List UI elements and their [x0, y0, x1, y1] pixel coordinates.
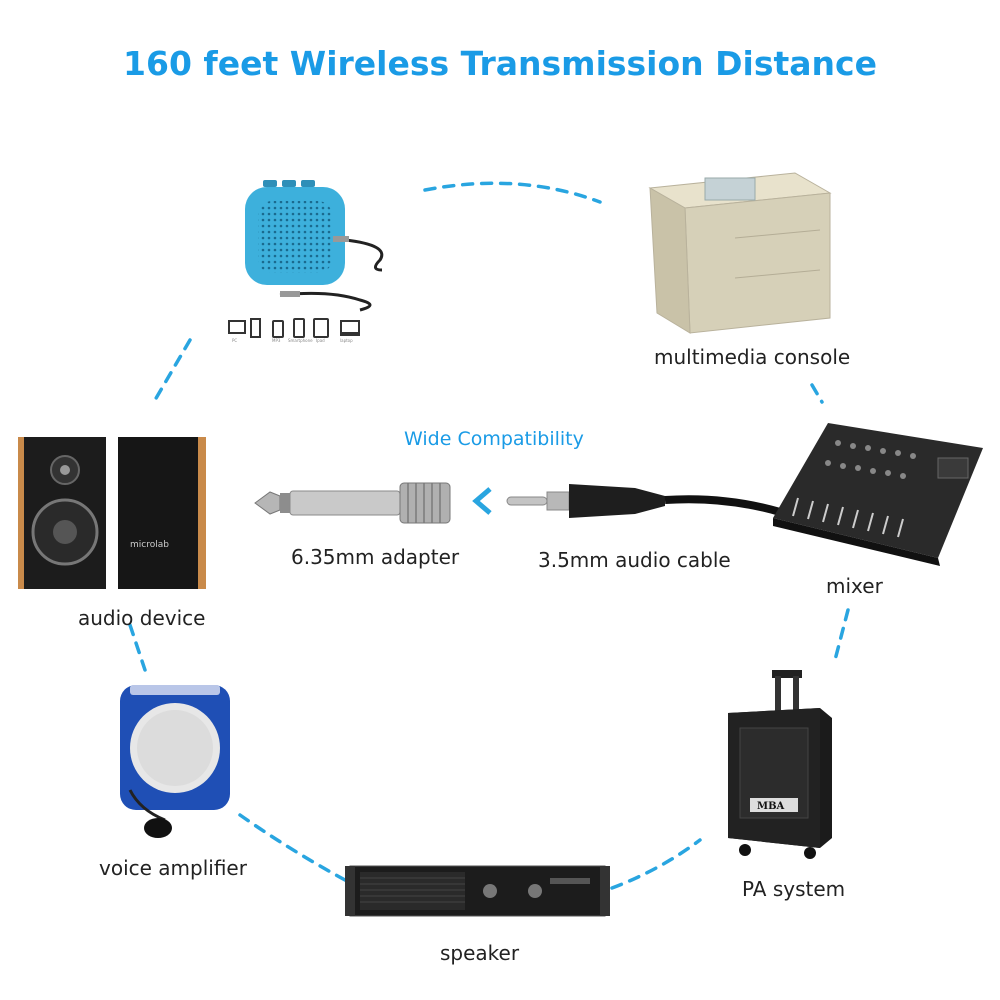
- speaker-brand-mark: microlab: [130, 540, 169, 550]
- dash-upper-right: [810, 383, 824, 404]
- desktop-icon: [250, 318, 261, 338]
- chevron-left-icon: [472, 487, 492, 515]
- mixer-label: mixer: [826, 574, 883, 598]
- smartphone-icon: [293, 318, 305, 338]
- multimedia-console-label: multimedia console: [654, 345, 851, 369]
- voice-amplifier-label: voice amplifier: [99, 856, 247, 880]
- page-title: 160 feet Wireless Transmission Distance: [123, 44, 877, 83]
- compatibility-heading: Wide Compatibility: [404, 428, 584, 450]
- adapter-image: [254, 482, 451, 524]
- audio-cable-image: [506, 484, 782, 518]
- dash-lower-left: [238, 813, 347, 882]
- speaker-image: [345, 865, 610, 917]
- dash-left: [128, 623, 147, 672]
- dash-top: [423, 181, 602, 204]
- mixer-image: [773, 423, 983, 566]
- wireless-receiver-image: [245, 180, 384, 312]
- compat-label-mp3: MP3: [272, 338, 281, 343]
- compat-label-laptop: laptop: [340, 338, 353, 343]
- dash-lower-right: [610, 838, 702, 890]
- laptop-icon: [340, 320, 360, 336]
- compat-label-ipad: Ipad: [316, 338, 325, 343]
- compat-label-smartphone: Smartphone: [288, 338, 313, 343]
- pc-icon: [228, 320, 246, 334]
- pa-system-label: PA system: [742, 877, 846, 901]
- dash-upper-left: [153, 338, 192, 402]
- voice-amplifier-image: [120, 685, 230, 838]
- ipad-icon: [313, 318, 329, 338]
- audio-cable-label: 3.5mm audio cable: [538, 548, 731, 572]
- compat-icon-row: PC MP3 Smartphone Ipad laptop: [228, 318, 368, 348]
- adapter-label: 6.35mm adapter: [291, 545, 460, 569]
- pa-system-image: MBA: [728, 670, 832, 859]
- audio-device-label: audio device: [78, 606, 206, 630]
- pa-brand-mark: MBA: [757, 801, 785, 812]
- multimedia-console-image: [648, 172, 832, 334]
- mp3-icon: [272, 320, 284, 338]
- audio-device-image: microlab: [18, 437, 206, 589]
- dash-right: [833, 608, 850, 662]
- speaker-label: speaker: [440, 941, 520, 965]
- compat-label-pc: PC: [232, 338, 238, 343]
